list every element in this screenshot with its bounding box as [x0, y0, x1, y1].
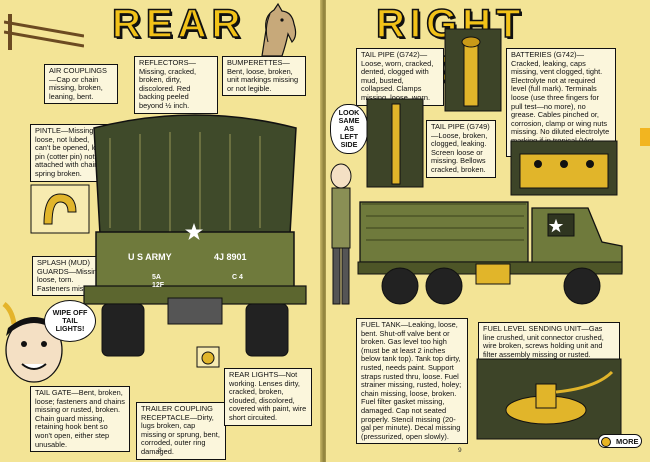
tail-pipe-g749-note: TAIL PIPE (G749)—Loose, broken, clogged,… [426, 120, 496, 178]
truck-rear-illustration [83, 114, 307, 357]
rear-lights-note: REAR LIGHTS—Not working. Lenses dirty, c… [224, 368, 312, 426]
tail-pipe-inset-illustration [444, 28, 502, 112]
army-star-side-icon [548, 218, 564, 233]
air-couplings-note: AIR COUPLINGS—Cap or chain missing, brok… [44, 64, 118, 105]
batteries-note: BATTERIES (G742)—Cracked, leaking, caps … [506, 48, 616, 158]
army-star-icon [185, 223, 203, 240]
truck-marking-left: U S ARMY [128, 252, 172, 262]
trailer-coupling-note: TRAILER COUPLING RECEPTACLE—Dirty, lugs … [136, 402, 226, 460]
fuel-tank-note: FUEL TANK—Leaking, loose, bent. Shut-off… [356, 318, 468, 445]
tail-gate-note: TAIL GATE—Bent, broken, loose; fasteners… [30, 386, 130, 453]
pintle-inset-illustration [30, 184, 90, 234]
horse-illustration [261, 2, 297, 57]
trailer-coupling-inset [196, 346, 220, 368]
truck-marking-right: 4J 8901 [214, 252, 247, 262]
bumperettes-note: BUMPERETTES—Bent, loose, broken, unit ma… [222, 56, 306, 97]
battery-inset-illustration [510, 140, 618, 196]
plate-left: 5A 12F [152, 274, 165, 289]
left-title: REAR [111, 1, 246, 47]
more-button[interactable]: MORE [598, 434, 642, 448]
soldier-face-illustration [2, 302, 63, 383]
reflectors-note: REFLECTORS—Missing, cracked, broken, dir… [134, 56, 218, 114]
soldier-side-illustration [330, 163, 352, 305]
page-edge-tab [640, 128, 650, 146]
right-page: RIGHT SIDE TAIL PIPE (G742)—Loose, worn,… [326, 0, 650, 462]
tail-pipe-g749-inset [366, 98, 424, 188]
truck-side-illustration [357, 201, 623, 305]
plate-right: C 4 [232, 274, 243, 281]
more-label: MORE [616, 436, 639, 446]
fence-illustration [4, 14, 84, 50]
page-gutter [320, 0, 328, 462]
left-page: REAR AIR COUPLINGS—Cap or chain missing,… [0, 0, 322, 462]
speech-bubble-left: WIPE OFF TAIL LIGHTS! [44, 300, 96, 342]
tail-pipe-g742-note: TAIL PIPE (G742)—Loose, worn, cracked, d… [356, 48, 444, 106]
page-number-left: 8 [158, 447, 162, 454]
more-arrow-icon [601, 436, 611, 447]
page-number-right: 9 [458, 447, 462, 454]
fuel-level-unit-note: FUEL LEVEL SENDING UNIT—Gas line crushed… [478, 322, 620, 363]
fuel-unit-inset-illustration [476, 358, 622, 440]
speech-bubble-right: LOOK SAME AS LEFT SIDE [330, 104, 368, 154]
